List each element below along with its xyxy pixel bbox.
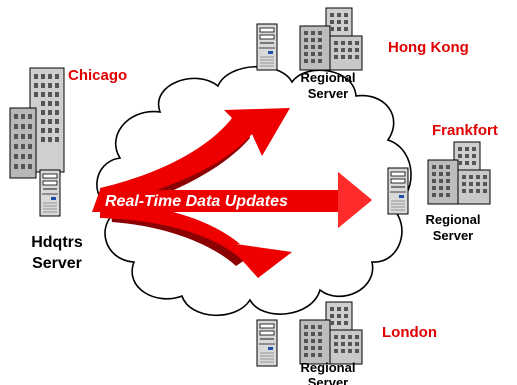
arrow-icon (100, 202, 292, 278)
server-label-line2: Server (308, 375, 348, 385)
server-tower-icon (256, 319, 278, 367)
office-building-icon (427, 141, 491, 205)
server-label-line2: Server (32, 255, 82, 272)
main-arrow-icon (92, 172, 372, 228)
city-label-hong-kong: Hong Kong (388, 39, 469, 56)
banner-label: Real-Time Data Updates (105, 193, 288, 210)
server-label-line2: Server (308, 86, 348, 101)
server-tower-icon (387, 167, 409, 215)
server-label-line1: Hdqtrs (31, 234, 83, 251)
server-tower-icon (39, 169, 61, 217)
arrow-icon (100, 108, 290, 206)
server-tower-icon (256, 23, 278, 71)
city-label-chicago: Chicago (68, 67, 127, 84)
office-building-icon (299, 7, 363, 71)
office-building-icon (299, 301, 363, 365)
server-label-line1: Regional (301, 70, 356, 85)
office-building-icon (9, 67, 65, 179)
arrow-highlight (338, 172, 372, 228)
city-label-london: London (382, 324, 437, 341)
server-label-line2: Server (433, 228, 473, 243)
city-label-frankfort: Frankfort (432, 122, 498, 139)
server-label-line1: Regional (426, 212, 481, 227)
server-label-line1: Regional (301, 360, 356, 375)
